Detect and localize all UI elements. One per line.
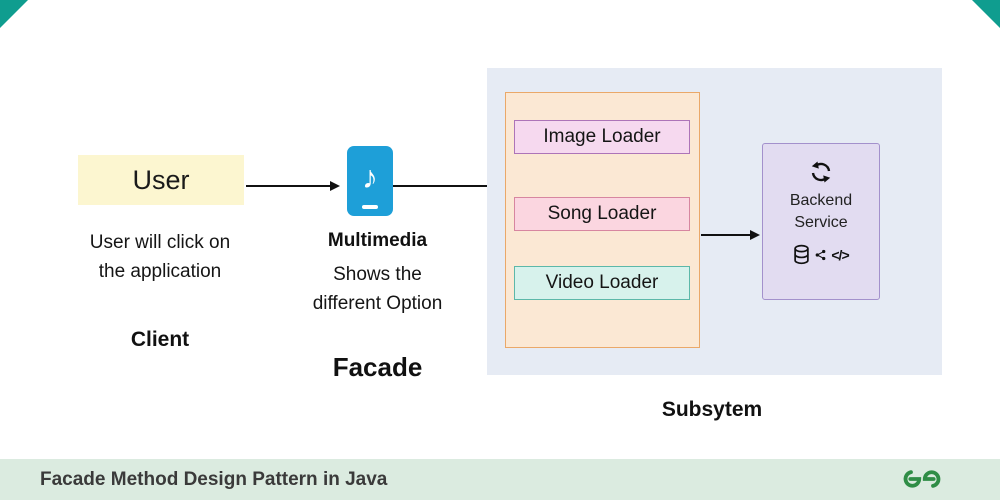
corner-accent-top-left <box>0 0 28 28</box>
arrow-line <box>701 234 752 236</box>
phone-home-bar-icon <box>362 205 378 209</box>
client-description-line1: User will click on <box>89 232 231 253</box>
facade-description-line2: different Option <box>312 293 443 314</box>
user-box-label: User <box>132 164 190 195</box>
backend-name-line1: Backend <box>789 192 853 209</box>
multimedia-app-icon: ♪ <box>347 146 393 216</box>
backend-service-box: Backend Service </> <box>762 143 880 300</box>
sync-icon <box>811 161 831 183</box>
facade-title: Multimedia <box>327 230 428 251</box>
client-description-line2: the application <box>98 261 222 282</box>
client-description: User will click on the application <box>35 228 285 286</box>
backend-icons-row: </> <box>793 244 850 266</box>
database-icon <box>794 244 810 265</box>
connector-facade-to-subsystem <box>393 185 506 187</box>
facade-description: Shows the different Option <box>275 260 480 318</box>
facade-role-label: Facade <box>332 352 423 382</box>
arrow-line <box>246 185 332 187</box>
image-loader-box: Image Loader <box>514 120 690 154</box>
client-role-label: Client <box>130 328 190 351</box>
backend-service-name: Backend Service <box>790 190 852 234</box>
corner-accent-top-right <box>972 0 1000 28</box>
arrow-head <box>750 230 760 240</box>
footer-bar: Facade Method Design Pattern in Java <box>0 459 1000 500</box>
facade-description-line1: Shows the <box>333 264 422 285</box>
geeksforgeeks-logo <box>903 470 941 488</box>
backend-name-line2: Service <box>794 214 848 231</box>
song-loader-label: Song Loader <box>547 203 657 224</box>
footer-caption: Facade Method Design Pattern in Java <box>40 468 388 490</box>
video-loader-label: Video Loader <box>545 272 659 293</box>
song-loader-box: Song Loader <box>514 197 690 231</box>
share-icon <box>816 249 826 261</box>
user-box: User <box>78 155 244 205</box>
video-loader-box: Video Loader <box>514 266 690 300</box>
image-loader-label: Image Loader <box>543 126 661 147</box>
code-icon: </> <box>831 247 849 263</box>
subsystem-role-label: Subsytem <box>661 398 763 421</box>
music-note-icon: ♪ <box>362 158 378 195</box>
arrow-head <box>330 181 340 191</box>
